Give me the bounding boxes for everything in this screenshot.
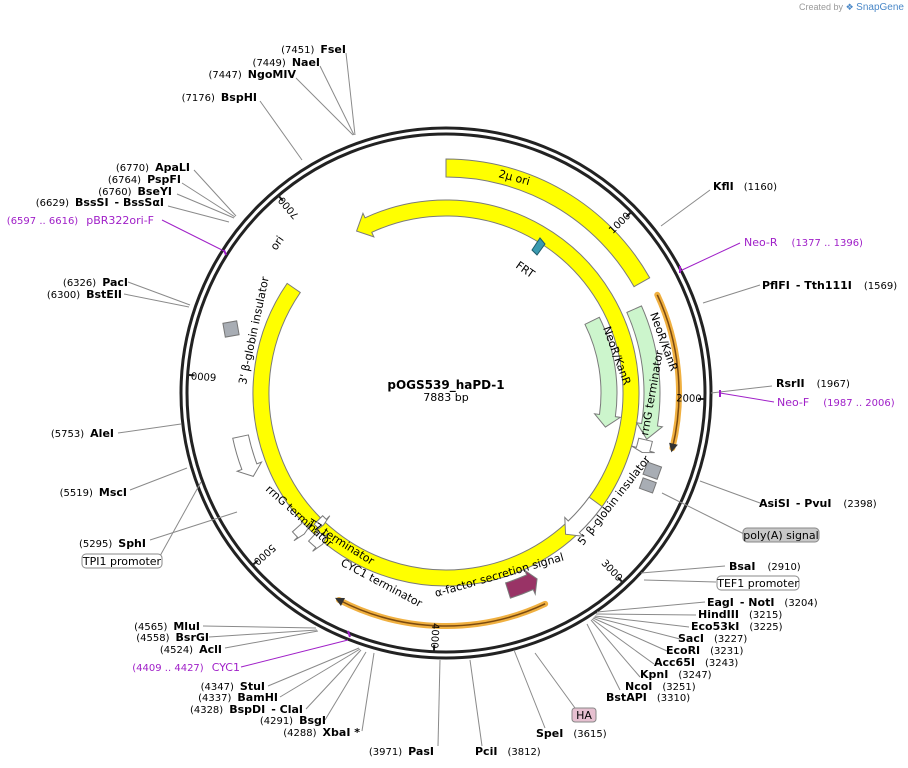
snapgene-watermark: Created by ❖ SnapGene (799, 2, 904, 13)
enzyme-asisi: AsiSI- PvuI(2398) (759, 497, 877, 510)
enzyme-bsphi: (7176)BspHI (182, 91, 257, 104)
enzyme-alei: (5753)AleI (51, 427, 114, 440)
orange-core-0 (656, 294, 680, 453)
backbone-inner (185, 132, 707, 654)
enzyme-pflfi: PflFI- Tth111I(1569) (762, 279, 897, 292)
enzyme-spei: SpeI(3615) (536, 727, 607, 740)
enzyme-labels-right: KflI(1160) PflFI- Tth111I(1569) RsrII(19… (475, 180, 897, 758)
plasmid-name: pOGS539_haPD-1 (387, 378, 504, 393)
boxed-label-tpi1: TPI1 promoter (81, 553, 163, 569)
enzyme-bspdi: (4328)BspDI- ClaI (190, 703, 303, 716)
enzyme-ecori: EcoRI(3231) (666, 644, 744, 657)
enzyme-bseyi: (6760)BseYI (98, 185, 172, 198)
plasmid-size: 7883 bp (423, 391, 468, 404)
boxed-label-ha: HA (571, 707, 597, 723)
tick-label-6000: 6000 (191, 369, 217, 382)
enzyme-hindiii: HindIII(3215) (698, 608, 782, 621)
feature-arc-8 (313, 515, 331, 533)
boxed-label-tpi1-text: TPI1 promoter (82, 555, 162, 568)
enzyme-kfli: KflI(1160) (713, 180, 777, 193)
enzyme-pcii: PciI(3812) (475, 745, 541, 758)
enzyme-bsgi: (4291)BsgI (260, 714, 326, 727)
feature-arc-10 (232, 434, 263, 477)
feature-arc-7 (307, 530, 329, 552)
feature-arc-3 (584, 316, 622, 428)
tick-5000 (251, 559, 259, 566)
enzyme-eagi: EagI- NotI(3204) (707, 596, 818, 609)
feature-label-frt: FRT (513, 259, 537, 281)
insulator-box-right-2 (638, 477, 657, 494)
tick-7000 (277, 194, 284, 202)
enzyme-bamhi: (4337)BamHI (198, 691, 278, 704)
enzyme-msci: (5519)MscI (60, 486, 127, 499)
watermark-prefix: Created by (799, 2, 844, 12)
enzyme-bsrgi: (4558)BsrGI (136, 631, 209, 644)
boxed-label-tef1-text: TEF1 promoter (716, 577, 799, 590)
boxed-label-ha-text: HA (576, 709, 592, 722)
tick-label-4000: 4000 (428, 623, 440, 649)
boxed-label-tef1: TEF1 promoter (716, 575, 800, 591)
enzyme-sphi: (5295)SphI (79, 537, 146, 550)
enzyme-pspfi: (6764)PspFI (108, 173, 181, 186)
enzyme-mlui: (4565)MluI (134, 620, 200, 633)
label-connectors (117, 52, 773, 747)
orange-highlights (335, 291, 682, 629)
primer-neo-r: Neo-R(1377 .. 1396) (744, 236, 863, 249)
enzyme-saci: SacI(3227) (678, 632, 747, 645)
frt-icon (531, 237, 546, 256)
feature-arc-5 (564, 496, 603, 537)
snapgene-logo-icon: ❖ (845, 2, 854, 12)
insulator-box-left (222, 320, 240, 338)
feature-label-ori: ori (268, 234, 287, 253)
enzyme-labels-left: (7451)FseI (7449)NaeI (7447)NgoMIV (7176… (36, 43, 434, 758)
primer-labels: Neo-R(1377 .. 1396) Neo-F(1987 .. 2006) … (7, 214, 895, 674)
feature-arc-1 (252, 199, 640, 587)
enzyme-bsssi: (6629)BssSI- BssSαI (36, 196, 164, 209)
watermark-brand: SnapGene (856, 2, 904, 13)
enzyme-rsrii: RsrII(1967) (776, 377, 850, 390)
primer-pbr322ori-f: (6597 .. 6616)pBR322ori-F (7, 214, 154, 227)
enzyme-bstapi: BstAPI(3310) (606, 691, 690, 704)
feature-arc-9 (291, 521, 312, 542)
primer-neo-f: Neo-F(1987 .. 2006) (777, 396, 895, 409)
feature-arc-0 (445, 158, 651, 288)
tick-label-2000: 2000 (676, 393, 702, 405)
tick-marks (187, 194, 705, 652)
boxed-label-polya: poly(A) signal (742, 527, 820, 543)
enzyme-stui: (4347)StuI (201, 680, 265, 693)
enzyme-apali: (6770)ApaLI (116, 161, 190, 174)
enzyme-acli: (4524)AclI (160, 643, 222, 656)
enzyme-bsai: BsaI(2910) (729, 560, 801, 573)
primer-connectors (161, 219, 775, 668)
enzyme-eco53ki: Eco53kI(3225) (691, 620, 783, 633)
feature-arc-4 (631, 437, 655, 454)
feature-arc-2 (626, 305, 664, 441)
enzyme-naei: (7449)NaeI (253, 56, 320, 69)
enzyme-xbai: (4288)XbaI * (283, 726, 360, 739)
orange-core-1 (335, 597, 546, 627)
tick-3000 (617, 576, 624, 584)
insulator-box-right-1 (642, 461, 663, 480)
feature-arc-6 (504, 568, 538, 599)
feature-arcs (232, 158, 664, 599)
enzyme-pasi: (3971)PasI (369, 745, 434, 758)
enzyme-bsteii: (6300)BstEII (47, 288, 122, 301)
enzyme-paci: (6326)PacI (63, 276, 128, 289)
enzyme-fsei: (7451)FseI (281, 43, 346, 56)
enzyme-ncoi: NcoI(3251) (625, 680, 696, 693)
boxed-label-polya-text: poly(A) signal (743, 529, 818, 542)
primer-cyc1: (4409 .. 4427)CYC1 (132, 661, 240, 674)
tick-1000 (625, 211, 632, 218)
enzyme-ngomiv: (7447)NgoMIV (209, 68, 297, 81)
primer-markers (223, 249, 721, 638)
enzyme-kpni: KpnI(3247) (640, 668, 712, 681)
enzyme-acc65i: Acc65I(3243) (654, 656, 738, 669)
tick-label-7000: 7000 (277, 194, 302, 221)
